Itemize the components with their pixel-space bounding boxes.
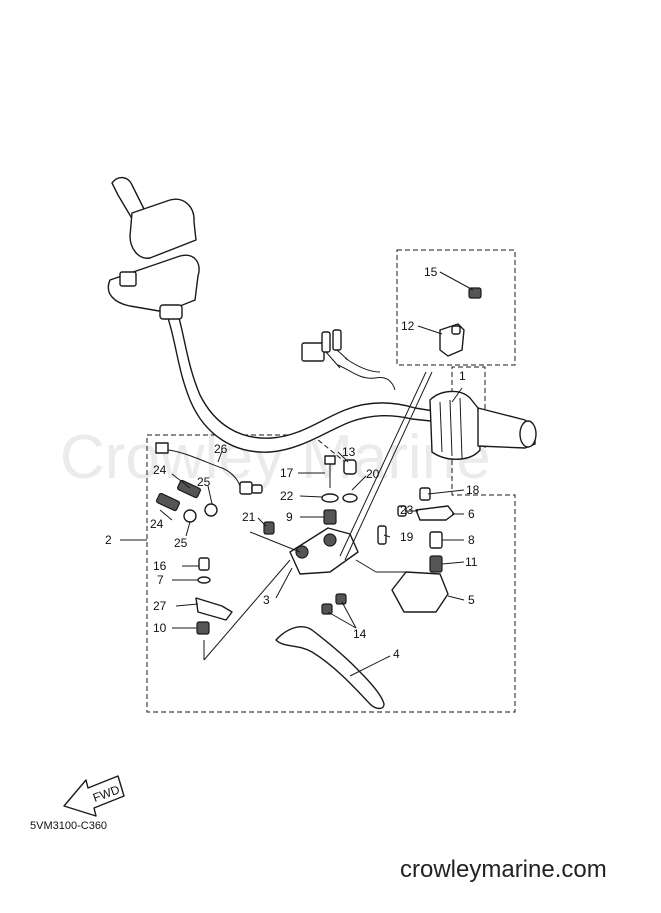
site-name: crowleymarine.com — [400, 856, 607, 883]
callout-label: 6 — [468, 507, 475, 521]
washer-20 — [342, 493, 358, 503]
switch-27 — [195, 597, 233, 621]
bolt-17 — [324, 455, 336, 488]
callout-label: 1 — [459, 369, 466, 383]
callout-label: 2 — [105, 533, 112, 547]
callout-label: 14 — [353, 627, 367, 641]
screw-16 — [198, 557, 210, 571]
callout-label: 20 — [366, 467, 380, 481]
drawing-code: 5VM3100-C360 — [30, 820, 108, 832]
callout-label: 8 — [468, 533, 475, 547]
callout-labels: 1 2 3 4 5 6 7 8 9 10 11 12 13 14 15 16 1… — [105, 265, 480, 661]
pin-19 — [377, 525, 387, 545]
collar-13 — [343, 459, 357, 475]
screw-15 — [468, 287, 482, 299]
callout-label: 5 — [468, 593, 475, 607]
callout-label: 21 — [242, 510, 256, 524]
switch-cable — [155, 442, 263, 495]
callout-label: 9 — [286, 510, 293, 524]
callout-label: 25 — [174, 536, 188, 550]
button-8 — [429, 531, 443, 549]
callout-label: 15 — [424, 265, 438, 279]
nut-9 — [323, 509, 337, 525]
callout-label: 3 — [263, 593, 270, 607]
nut-14a — [321, 603, 333, 615]
callout-label: 16 — [153, 559, 167, 573]
nut-14b — [335, 593, 347, 605]
callout-label: 25 — [197, 475, 211, 489]
watermark: Crowley Marine — [60, 423, 491, 492]
group-box-tail — [311, 434, 346, 463]
callout-label: 24 — [153, 463, 167, 477]
plate-6 — [415, 505, 455, 521]
washer-22 — [321, 493, 339, 503]
callout-label: 10 — [153, 621, 167, 635]
switch-bracket — [439, 323, 465, 357]
callout-label: 17 — [280, 466, 294, 480]
callout-label: 18 — [466, 483, 480, 497]
switch-body-5 — [391, 571, 449, 613]
callout-label: 11 — [465, 555, 478, 569]
part-21 — [263, 521, 275, 535]
fwd-arrow-icon: FWD — [63, 775, 125, 817]
group-box-main — [146, 366, 516, 713]
washer-7 — [197, 576, 211, 584]
callout-label: 24 — [150, 517, 164, 531]
leader-lines — [120, 271, 474, 677]
left-grip — [107, 176, 200, 320]
callout-label: 13 — [342, 445, 356, 459]
lever — [275, 626, 385, 710]
callout-label: 27 — [153, 599, 167, 613]
lever-holder — [289, 527, 359, 575]
callout-label: 26 — [214, 442, 228, 456]
group-box-switch-bracket — [396, 249, 516, 366]
handlebar — [161, 295, 441, 453]
callout-label: 22 — [280, 489, 294, 503]
spring-10 — [196, 621, 210, 635]
callout-label: 19 — [400, 530, 414, 544]
right-switch-grip — [429, 390, 537, 460]
adjuster-screws — [155, 479, 218, 523]
spring-11 — [429, 555, 443, 573]
callout-label: 23 — [400, 503, 414, 517]
callout-label: 7 — [157, 573, 164, 587]
callout-label: 12 — [401, 319, 415, 333]
wire-harness — [301, 329, 396, 391]
callout-label: 4 — [393, 647, 400, 661]
